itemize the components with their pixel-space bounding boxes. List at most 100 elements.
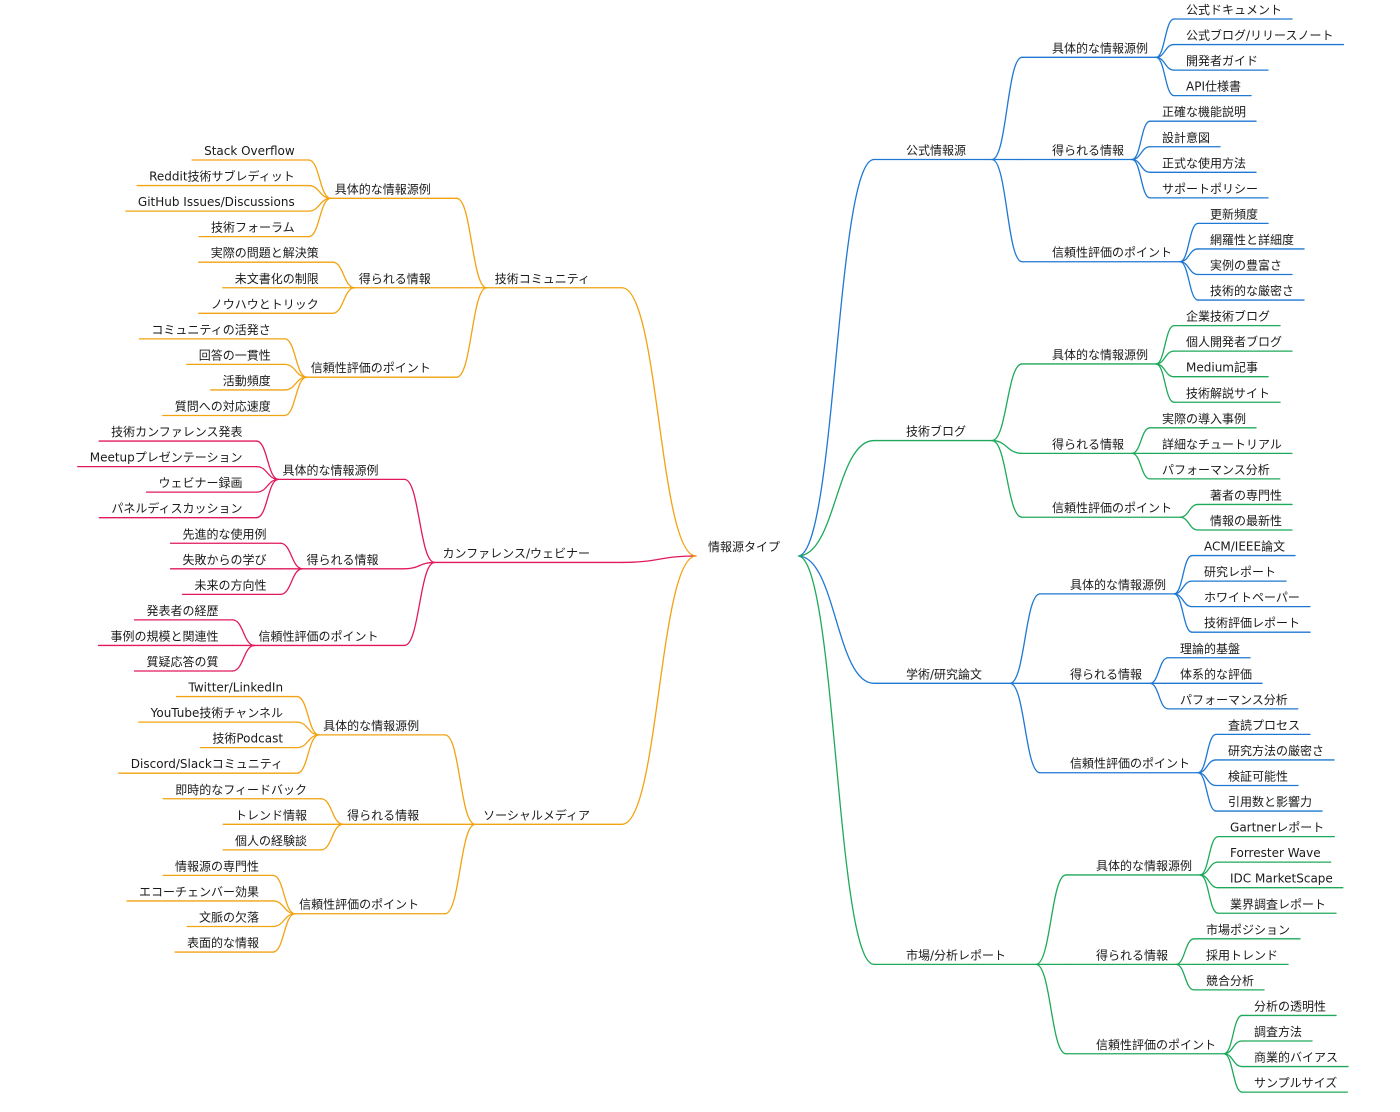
edge-branch-1-to-group-0 — [991, 363, 1023, 442]
item-4-0-0-node: Stack Overflow — [204, 144, 295, 158]
edge-group-2-1-to-item-0 — [1149, 657, 1169, 684]
item-0-2-2-node: 実例の豊富さ — [1210, 258, 1282, 273]
edge-group-0-0-to-item-1 — [1155, 43, 1175, 58]
item-6-1-1-node: トレンド情報 — [235, 808, 307, 822]
edge-branch-5-to-group-0 — [403, 478, 436, 564]
edge-group-3-1-to-item-2 — [1175, 963, 1195, 991]
item-6-2-3-node: 表面的な情報 — [187, 935, 259, 950]
edge-group-5-0-to-item-0 — [255, 440, 280, 481]
branch-1-node: 技術ブログ — [906, 424, 966, 439]
edge-branch-6-to-group-0 — [444, 734, 476, 825]
item-1-2-0-node: 著者の専門性 — [1210, 488, 1282, 502]
edge-branch-1-to-group-1 — [991, 439, 1023, 454]
item-0-2-1-node: 網羅性と詳細度 — [1210, 232, 1294, 247]
item-6-0-1-node: YouTube技術チャンネル — [150, 706, 283, 720]
branch-5-node: カンファレンス/ウェビナー — [443, 546, 590, 560]
edge-group-6-0-to-item-3 — [296, 734, 320, 774]
item-2-0-0-node: ACM/IEEE論文 — [1204, 539, 1285, 554]
branch-2-node: 学術/研究論文 — [906, 666, 982, 681]
item-5-2-2-node: 質疑応答の質 — [147, 654, 219, 669]
group-2-1-node: 得られる情報 — [1070, 666, 1142, 681]
group-4-2-node: 信頼性評価のポイント — [311, 360, 431, 375]
item-4-0-3-node: 技術フォーラム — [211, 221, 295, 235]
item-0-2-0-node: 更新頻度 — [1210, 206, 1258, 221]
edge-group-2-0-to-item-3 — [1173, 593, 1193, 633]
item-6-0-0-node: Twitter/LinkedIn — [188, 681, 284, 695]
item-5-0-0-node: 技術カンファレンス発表 — [111, 425, 242, 439]
item-2-0-3-node: 技術評価レポート — [1204, 615, 1300, 630]
group-5-0-node: 具体的な情報源例 — [283, 462, 379, 477]
item-2-2-3-node: 引用数と影響力 — [1228, 794, 1312, 809]
item-5-1-0-node: 先進的な使用例 — [183, 526, 267, 541]
edge-group-5-2-to-item-0 — [231, 619, 256, 647]
item-1-0-0-node: 企業技術ブログ — [1186, 309, 1270, 324]
edge-branch-2-to-group-2 — [1009, 682, 1041, 774]
edge-group-2-1-to-item-2 — [1149, 682, 1169, 710]
item-6-1-0-node: 即時的なフィードバック — [175, 782, 307, 797]
group-5-1-node: 得られる情報 — [307, 552, 379, 567]
edge-group-2-2-to-item-1 — [1197, 759, 1217, 774]
edge-group-5-1-to-item-2 — [279, 568, 304, 595]
item-2-1-2-node: パフォーマンス分析 — [1180, 693, 1288, 707]
edge-group-6-2-to-item-3 — [272, 913, 296, 953]
edge-group-2-2-to-item-0 — [1197, 733, 1217, 774]
edge-group-0-1-to-item-0 — [1131, 120, 1151, 161]
item-6-2-2-node: 文脈の欠落 — [199, 910, 259, 925]
item-3-0-3-node: 業界調査レポート — [1230, 897, 1326, 911]
group-0-2-node: 信頼性評価のポイント — [1052, 245, 1172, 260]
edge-group-5-0-to-item-3 — [255, 478, 280, 519]
edge-group-6-1-to-item-0 — [320, 798, 344, 825]
item-4-1-1-node: 未文書化の制限 — [235, 271, 319, 286]
item-6-2-1-node: エコーチェンバー効果 — [139, 884, 259, 899]
item-3-2-1-node: 調査方法 — [1254, 1024, 1302, 1039]
item-3-2-3-node: サンプルサイズ — [1254, 1075, 1337, 1090]
item-6-0-3-node: Discord/Slackコミュニティ — [131, 757, 283, 771]
edge-root-to-branch-0 — [797, 158, 875, 557]
branch-3-node: 市場/分析レポート — [906, 947, 1006, 962]
item-1-0-1-node: 個人開発者ブログ — [1186, 334, 1282, 349]
edge-root-to-branch-6 — [621, 555, 697, 825]
item-4-0-2-node: GitHub Issues/Discussions — [138, 195, 295, 209]
edge-group-4-2-to-item-3 — [284, 376, 308, 417]
item-5-0-1-node: Meetupプレゼンテーション — [90, 451, 243, 465]
item-1-0-2-node: Medium記事 — [1186, 360, 1258, 375]
group-1-0-node: 具体的な情報源例 — [1052, 347, 1148, 362]
item-3-1-2-node: 競合分析 — [1206, 973, 1254, 988]
edge-group-3-0-to-item-3 — [1199, 874, 1219, 914]
edge-group-6-2-to-item-0 — [272, 874, 296, 915]
underlines-layer — [77, 18, 1349, 1093]
item-4-2-0-node: コミュニティの活発さ — [151, 323, 270, 337]
edge-branch-0-to-group-2 — [991, 158, 1023, 263]
group-2-0-node: 具体的な情報源例 — [1070, 577, 1166, 592]
item-0-1-3-node: サポートポリシー — [1162, 182, 1258, 196]
edge-group-3-2-to-item-0 — [1223, 1014, 1243, 1055]
edge-group-2-2-to-item-3 — [1197, 772, 1217, 812]
item-1-1-1-node: 詳細なチュートリアル — [1162, 436, 1282, 451]
item-0-0-1-node: 公式ブログ/リリースノート — [1186, 28, 1333, 43]
item-2-2-2-node: 検証可能性 — [1228, 770, 1288, 784]
edge-root-to-branch-5 — [621, 555, 697, 564]
item-2-0-1-node: 研究レポート — [1204, 564, 1276, 579]
item-0-1-0-node: 正確な機能説明 — [1162, 104, 1246, 119]
edge-group-1-2-to-item-1 — [1179, 516, 1199, 531]
item-6-0-2-node: 技術Podcast — [212, 732, 283, 746]
edge-group-1-0-to-item-3 — [1155, 363, 1175, 403]
item-0-2-3-node: 技術的な厳密さ — [1210, 283, 1294, 298]
edge-branch-0-to-group-0 — [991, 56, 1023, 161]
item-6-2-0-node: 情報源の専門性 — [175, 859, 259, 873]
edge-group-3-0-to-item-1 — [1199, 861, 1219, 876]
edge-group-1-0-to-item-1 — [1155, 350, 1175, 365]
edge-group-4-2-to-item-0 — [284, 338, 308, 378]
item-3-1-0-node: 市場ポジション — [1206, 922, 1290, 937]
labels-layer: 情報源タイプ公式情報源具体的な情報源例公式ドキュメント公式ブログ/リリースノート… — [90, 3, 1338, 1090]
edge-root-to-branch-1 — [797, 439, 875, 557]
item-4-2-2-node: 活動頻度 — [223, 373, 271, 388]
edge-group-0-1-to-item-1 — [1131, 146, 1151, 161]
item-0-1-1-node: 設計意図 — [1162, 130, 1210, 145]
edge-group-5-1-to-item-0 — [279, 542, 304, 570]
edge-branch-3-to-group-2 — [1035, 963, 1067, 1055]
edge-group-5-2-to-item-2 — [231, 644, 256, 672]
edge-group-0-0-to-item-0 — [1155, 18, 1175, 58]
edge-group-0-2-to-item-3 — [1179, 261, 1199, 301]
